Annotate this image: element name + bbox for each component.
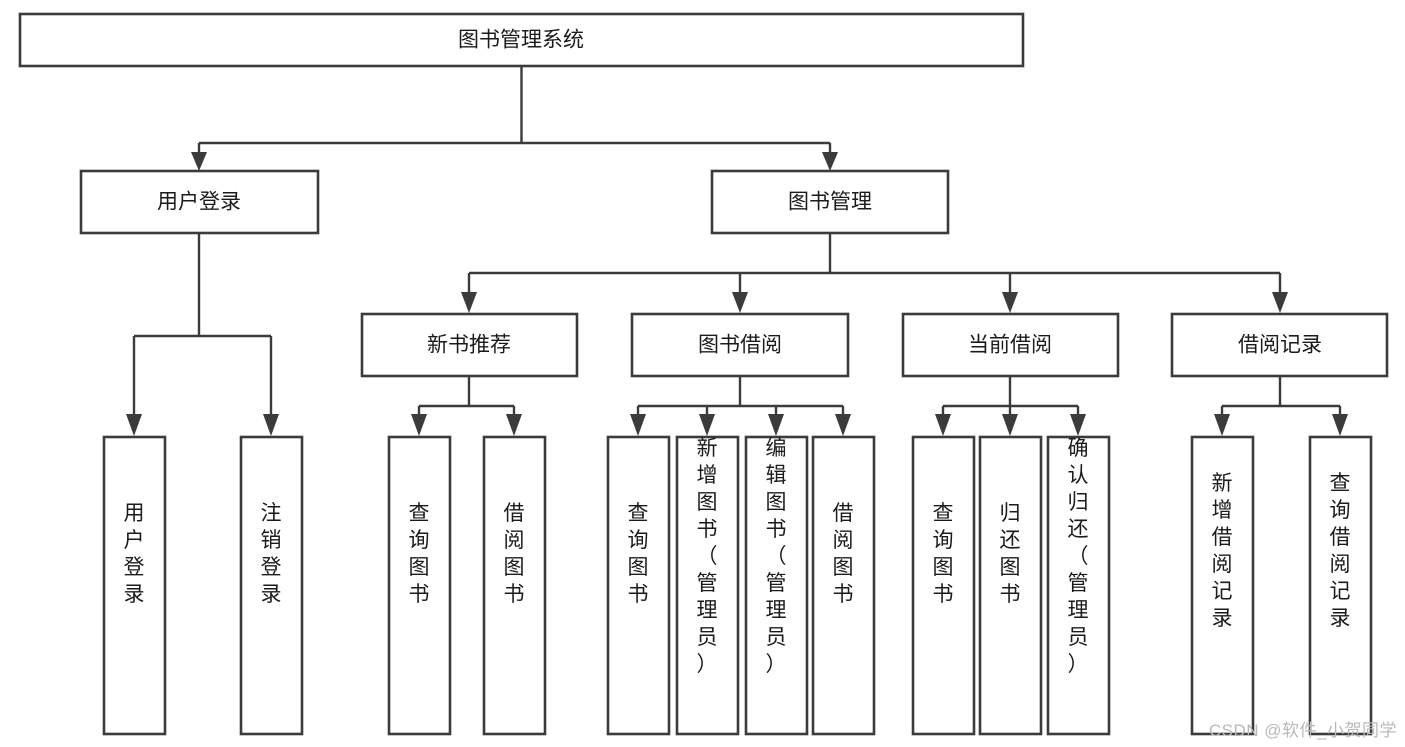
node-leaf-borrow-book-1[interactable]: 借阅图书 [482, 435, 547, 736]
node-current-borrow-box[interactable] [901, 312, 1120, 378]
node-leaf-query-book-3-label: 查询图书 [933, 502, 954, 606]
node-new-book-recommend-label: 新书推荐 [427, 334, 511, 357]
node-leaf-user-login-label: 用户登录 [124, 502, 145, 606]
node-borrow-record[interactable]: 借阅记录 [1170, 312, 1389, 378]
node-leaf-return-book[interactable]: 归还图书 [978, 435, 1043, 736]
node-leaf-borrow-book-1-box[interactable] [482, 435, 547, 736]
node-leaf-query-book-3-box[interactable] [911, 435, 976, 736]
node-leaf-logout-login-box[interactable] [239, 435, 304, 736]
node-book-manage-label: 图书管理 [788, 191, 872, 214]
node-leaf-query-borrow-record-label: 查询借阅记录 [1330, 472, 1351, 630]
node-leaf-user-login[interactable]: 用户登录 [102, 435, 167, 736]
node-leaf-add-borrow-record-label: 新增借阅记录 [1212, 472, 1233, 630]
node-leaf-edit-book-label: 编辑图书（管理员） [766, 437, 787, 676]
node-leaf-logout-login[interactable]: 注销登录 [239, 435, 304, 736]
node-leaf-borrow-book-2[interactable]: 借阅图书 [811, 435, 876, 736]
node-leaf-add-borrow-record-box[interactable] [1190, 435, 1255, 736]
node-current-borrow-label: 当前借阅 [968, 334, 1052, 357]
node-current-borrow[interactable]: 当前借阅 [901, 312, 1120, 378]
arrow-leaf-edit-book [768, 414, 784, 436]
node-leaf-return-book-box[interactable] [978, 435, 1043, 736]
node-leaf-query-book-2-box[interactable] [606, 435, 671, 736]
arrow-to-user-login [191, 152, 207, 171]
node-leaf-borrow-book-1-label: 借阅图书 [504, 502, 525, 606]
node-leaf-query-book-1[interactable]: 查询图书 [387, 435, 452, 736]
arrow-leaf-confirm-return [1070, 414, 1086, 436]
node-leaf-confirm-return-label: 确认归还（管理员） [1068, 437, 1089, 676]
node-book-manage-box[interactable] [710, 169, 950, 235]
arrow-to-book-manage [822, 152, 838, 171]
node-new-book-recommend[interactable]: 新书推荐 [360, 312, 579, 378]
node-leaf-add-book[interactable]: 新增图书（管理员） [675, 435, 740, 736]
node-leaf-edit-book-box[interactable] [744, 435, 809, 736]
arrow-leaf-query-book-2 [630, 414, 646, 436]
node-leaf-edit-book[interactable]: 编辑图书（管理员） [744, 435, 809, 736]
arrow-leaf-logout-login [263, 414, 279, 436]
node-book-borrow[interactable]: 图书借阅 [630, 312, 850, 378]
arrow-leaf-borrow-book-1 [506, 414, 522, 436]
node-borrow-record-label: 借阅记录 [1238, 334, 1322, 357]
arrow-leaf-query-borrow-record [1332, 414, 1348, 436]
node-leaf-add-book-label: 新增图书（管理员） [697, 437, 718, 676]
node-new-book-recommend-box[interactable] [360, 312, 579, 378]
node-leaf-add-borrow-record[interactable]: 新增借阅记录 [1190, 435, 1255, 736]
node-book-borrow-box[interactable] [630, 312, 850, 378]
arrow-leaf-borrow-book-2 [835, 414, 851, 436]
node-borrow-record-box[interactable] [1170, 312, 1389, 378]
node-leaf-add-book-box[interactable] [675, 435, 740, 736]
csdn-watermark: CSDN @软件_小贺同学 [1208, 721, 1397, 740]
node-root-label: 图书管理系统 [458, 29, 584, 52]
arrow-leaf-query-book-3 [935, 414, 951, 436]
node-user-login-box[interactable] [79, 169, 320, 235]
arrow-to-new-book [461, 292, 477, 313]
node-leaf-user-login-box[interactable] [102, 435, 167, 736]
node-book-manage[interactable]: 图书管理 [710, 169, 950, 235]
node-leaf-return-book-label: 归还图书 [1000, 502, 1021, 606]
node-user-login[interactable]: 用户登录 [79, 169, 320, 235]
node-root-box[interactable] [18, 12, 1025, 68]
arrow-to-book-borrow [732, 292, 748, 313]
node-leaf-query-book-2-label: 查询图书 [628, 502, 649, 606]
node-leaf-query-book-1-box[interactable] [387, 435, 452, 736]
arrow-leaf-add-book [699, 414, 715, 436]
node-leaf-query-book-3[interactable]: 查询图书 [911, 435, 976, 736]
node-leaf-query-book-2[interactable]: 查询图书 [606, 435, 671, 736]
node-user-login-label: 用户登录 [157, 191, 241, 214]
node-leaf-query-book-1-label: 查询图书 [409, 502, 430, 606]
arrow-leaf-query-book-1 [411, 414, 427, 436]
node-root[interactable]: 图书管理系统 [18, 12, 1025, 68]
arrow-leaf-user-login [126, 414, 142, 436]
node-leaf-logout-login-label: 注销登录 [261, 502, 282, 606]
arrow-leaf-add-borrow-record [1214, 414, 1230, 436]
node-leaf-query-borrow-record[interactable]: 查询借阅记录 [1308, 435, 1373, 736]
node-leaf-borrow-book-2-label: 借阅图书 [833, 502, 854, 606]
arrow-to-current-borrow [1002, 292, 1018, 313]
node-leaf-borrow-book-2-box[interactable] [811, 435, 876, 736]
arrow-to-borrow-record [1272, 292, 1288, 313]
node-leaf-confirm-return-box[interactable] [1046, 435, 1111, 736]
node-leaf-query-borrow-record-box[interactable] [1308, 435, 1373, 736]
node-leaf-confirm-return[interactable]: 确认归还（管理员） [1046, 435, 1111, 736]
node-book-borrow-label: 图书借阅 [698, 334, 782, 357]
arrow-leaf-return-book [1002, 414, 1018, 436]
connectors [126, 66, 1348, 436]
